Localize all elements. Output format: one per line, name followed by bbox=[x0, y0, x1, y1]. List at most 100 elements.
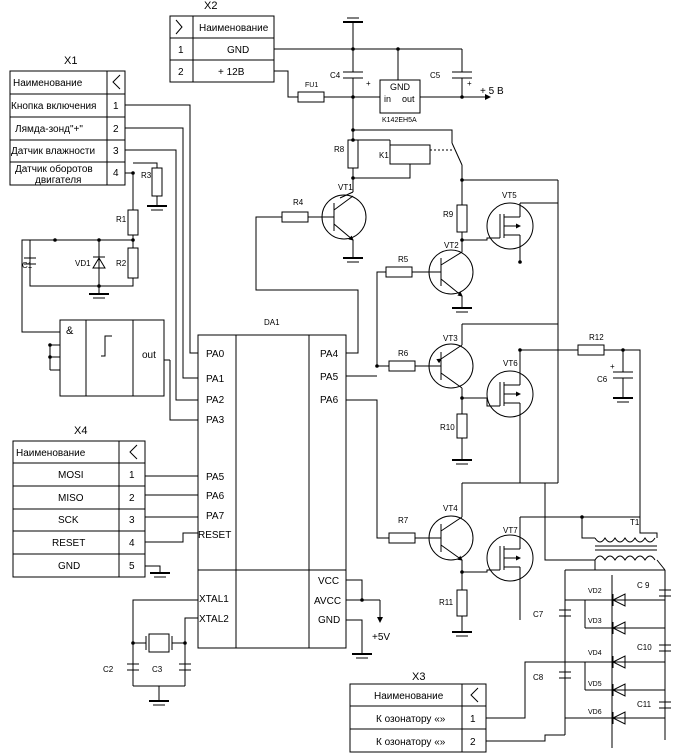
r8-label: R8 bbox=[334, 145, 345, 154]
c6-plus: + bbox=[610, 362, 615, 371]
k1-label: K1 bbox=[379, 151, 389, 160]
vd3-label: VD3 bbox=[588, 618, 602, 625]
c1-label: C1 bbox=[22, 261, 33, 270]
x1-header: Наименование bbox=[13, 78, 83, 89]
voltage-multiplier: C7 C8 C 9 C10 C11 VD2 VD3 VD4 VD5 VD6 bbox=[533, 569, 671, 745]
x3-row2-num: 2 bbox=[470, 737, 476, 748]
x4-row3-name: SCK bbox=[58, 515, 79, 526]
vt5-mosfet bbox=[486, 202, 534, 250]
x1-row3-num: 3 bbox=[113, 146, 119, 157]
c6-label: C6 bbox=[597, 375, 608, 384]
da1-pin-vcc: VCC bbox=[318, 576, 339, 587]
r3-label: R3 bbox=[141, 171, 152, 180]
da1-power: +5V bbox=[346, 579, 390, 659]
vt4-vt7-stage: VT4 R11 R7 VT7 bbox=[346, 399, 640, 637]
vt6-mosfet bbox=[486, 370, 534, 418]
x4-header: Наименование bbox=[16, 448, 86, 459]
fu1-label: FU1 bbox=[305, 82, 318, 89]
da1-pin-pa5-left: PA5 bbox=[206, 472, 225, 483]
x4-wires bbox=[145, 475, 198, 578]
gate-and-label: & bbox=[66, 325, 74, 337]
connector-x3: X3 Наименование К озонатору «» 1 К озона… bbox=[349, 661, 613, 753]
vt7-label: VT7 bbox=[503, 526, 518, 535]
x2-row2-num: 2 bbox=[178, 67, 184, 78]
r9-label: R9 bbox=[443, 210, 454, 219]
x4-row4-num: 4 bbox=[129, 538, 135, 549]
da1-pin-pa6-left: PA6 bbox=[206, 491, 225, 502]
vt5-vt2-stage: R9 VT5 VT2 R5 bbox=[346, 179, 559, 483]
power-section: C4 + FU1 GND in out K142EH5A + 5 В C5 + … bbox=[274, 17, 504, 192]
r4-label: R4 bbox=[293, 198, 304, 207]
x4-row3-num: 3 bbox=[129, 515, 135, 526]
r12-label: R12 bbox=[589, 333, 604, 342]
connector-x1: X1 Наименование Кнопка включения 1 Лямда… bbox=[9, 55, 126, 186]
x2-header-icon bbox=[175, 19, 183, 35]
vd2-label: VD2 bbox=[588, 588, 602, 595]
sensor-input-network: R1 R2 C1 VD1 bbox=[21, 209, 139, 333]
vd5-label: VD5 bbox=[588, 681, 602, 688]
x1-wires: R3 bbox=[125, 104, 198, 401]
da1-pin-reset: RESET bbox=[198, 530, 231, 541]
c5-label: C5 bbox=[430, 71, 441, 80]
plus5v-top-label: + 5 В bbox=[480, 86, 504, 97]
schmitt-icon bbox=[101, 335, 112, 357]
crystal-network: C2 C3 bbox=[103, 599, 198, 706]
logic-gate: & out bbox=[48, 319, 198, 421]
c10-label: C10 bbox=[637, 643, 652, 652]
vd6-label: VD6 bbox=[588, 709, 602, 716]
x1-row2-name: Лямда-зонд"+" bbox=[15, 124, 83, 135]
c7-label: C7 bbox=[533, 610, 544, 619]
transformer-t1: T1 bbox=[580, 515, 666, 571]
regulator-in: in bbox=[384, 94, 391, 104]
c9-label: C 9 bbox=[637, 581, 650, 590]
x1-row4-name2: двигателя bbox=[35, 175, 81, 186]
r10-label: R10 bbox=[440, 423, 455, 432]
da1-pin-avcc: AVCC bbox=[314, 596, 341, 607]
crystal bbox=[148, 633, 170, 653]
plus5v-bottom-label: +5V bbox=[372, 632, 390, 643]
da1-pin-pa1: PA1 bbox=[206, 374, 225, 385]
x1-row1-num: 1 bbox=[113, 101, 119, 112]
x2-row2-name: + 12В bbox=[218, 67, 245, 78]
x4-row5-num: 5 bbox=[129, 561, 135, 572]
x3-row1-num: 1 bbox=[470, 714, 476, 725]
da1-pin-pa2: PA2 bbox=[206, 395, 225, 406]
vt2-label: VT2 bbox=[444, 241, 459, 250]
c11-label: C11 bbox=[637, 700, 652, 709]
x4-header-icon bbox=[129, 444, 138, 460]
da1-pin-pa5-right: PA5 bbox=[320, 372, 339, 383]
x1-label: X1 bbox=[64, 55, 77, 67]
x4-row2-name: MISO bbox=[58, 493, 84, 504]
c4-label: C4 bbox=[330, 71, 341, 80]
regulator-label: K142EH5A bbox=[382, 117, 417, 124]
c4-plus: + bbox=[366, 79, 371, 88]
x3-label: X3 bbox=[412, 671, 425, 683]
x1-header-icon bbox=[112, 74, 121, 90]
x1-row4-num: 4 bbox=[113, 168, 119, 179]
microcontroller-da1: DA1 PA0 PA1 PA2 PA3 PA5 PA6 PA7 RESET PA… bbox=[197, 318, 347, 649]
vt6-label: VT6 bbox=[503, 359, 518, 368]
t1-label: T1 bbox=[630, 518, 640, 527]
c3-label: C3 bbox=[152, 665, 163, 674]
x1-row2-num: 2 bbox=[113, 124, 119, 135]
da1-pin-pa7: PA7 bbox=[206, 511, 225, 522]
x1-row3-name: Датчик влажности bbox=[11, 146, 95, 157]
r2-label: R2 bbox=[116, 259, 127, 268]
x4-row5-name: GND bbox=[58, 561, 80, 572]
regulator-out: out bbox=[402, 94, 415, 104]
r1-label: R1 bbox=[116, 215, 127, 224]
x4-row4-name: RESET bbox=[52, 538, 85, 549]
relay-k1 bbox=[389, 144, 431, 165]
x2-header: Наименование bbox=[199, 23, 269, 34]
x2-row1-num: 1 bbox=[178, 45, 184, 56]
x3-row2-name: К озонатору «» bbox=[376, 737, 446, 748]
r6-label: R6 bbox=[398, 349, 409, 358]
connector-x2: X2 Наименование 1 GND 2 + 12В bbox=[169, 0, 275, 83]
da1-pin-xtal2: XTAL2 bbox=[199, 614, 229, 625]
da1-pin-pa0: PA0 bbox=[206, 349, 225, 360]
vd1-label: VD1 bbox=[75, 259, 91, 268]
x3-header-icon bbox=[470, 687, 479, 703]
regulator-gnd: GND bbox=[390, 82, 411, 92]
vt3-vt6-stage: VT3 R10 R6 VT6 R12 bbox=[377, 323, 641, 517]
